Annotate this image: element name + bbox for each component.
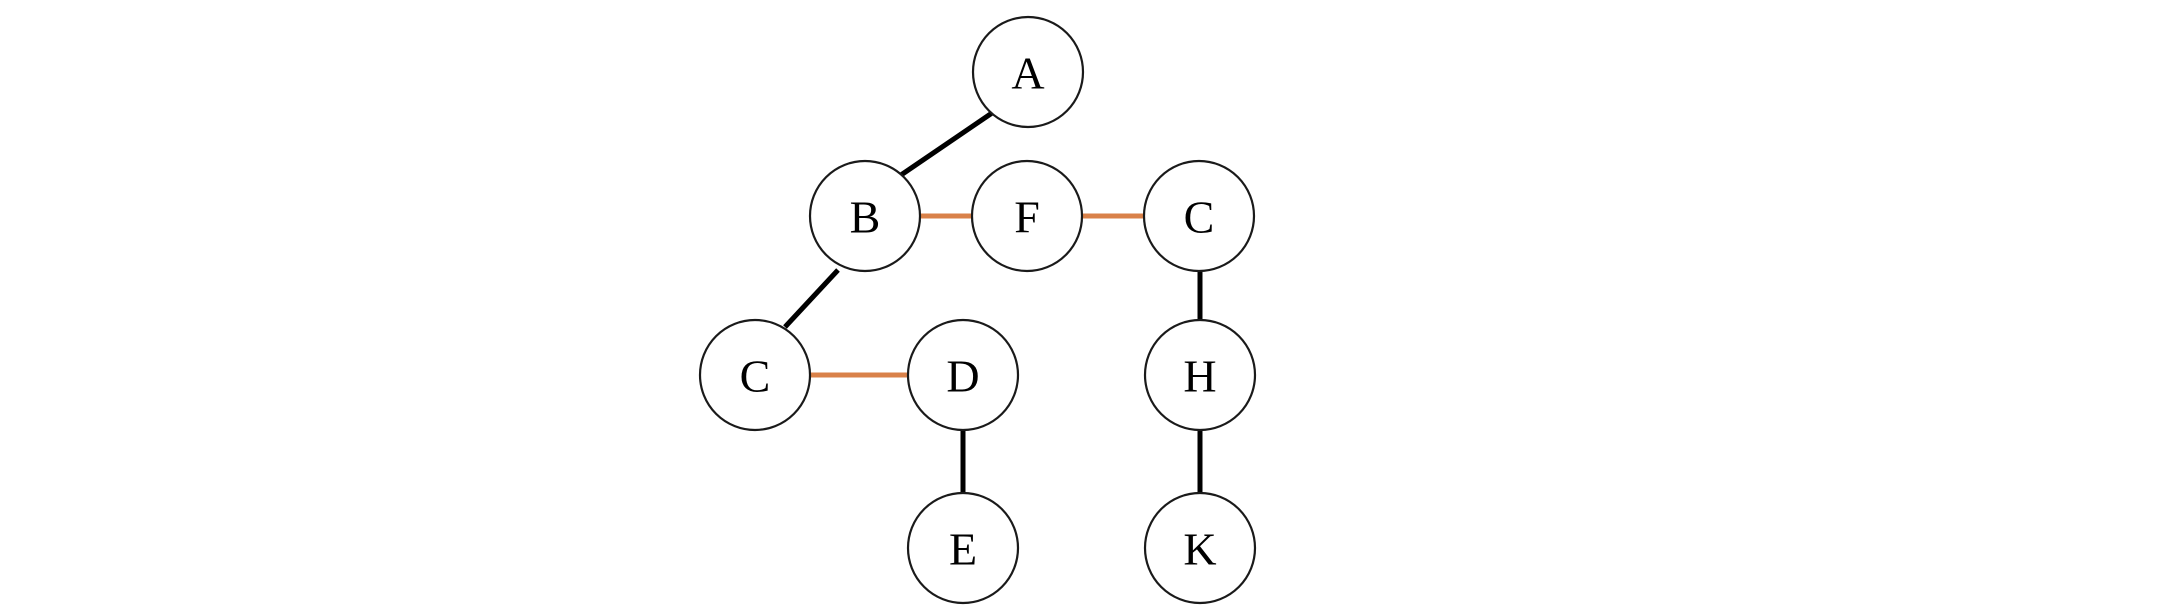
edges-layer — [783, 110, 1203, 492]
node-label: C — [740, 351, 771, 402]
node-circle[interactable] — [906, 318, 1020, 432]
graph-node-c[interactable]: C — [698, 318, 812, 432]
graph-node-c[interactable]: C — [1142, 159, 1256, 273]
graph-node-d[interactable]: D — [906, 318, 1020, 432]
node-circle[interactable] — [1143, 491, 1257, 605]
node-circle[interactable] — [1142, 159, 1256, 273]
node-circle[interactable] — [970, 159, 1084, 273]
node-circle[interactable] — [808, 159, 922, 273]
node-label: A — [1011, 48, 1044, 99]
graph-node-k[interactable]: K — [1143, 491, 1257, 605]
node-label: B — [850, 192, 881, 243]
graph-node-f[interactable]: F — [970, 159, 1084, 273]
graph-node-b[interactable]: B — [808, 159, 922, 273]
node-label: K — [1183, 524, 1216, 575]
node-label: D — [946, 351, 979, 402]
graph-node-e[interactable]: E — [906, 491, 1020, 605]
node-circle[interactable] — [906, 491, 1020, 605]
node-label: E — [949, 524, 977, 575]
graph-node-h[interactable]: H — [1143, 318, 1257, 432]
node-circle[interactable] — [1143, 318, 1257, 432]
node-label: C — [1184, 192, 1215, 243]
node-label: F — [1014, 192, 1040, 243]
graph-edge-b-a[interactable] — [899, 110, 994, 178]
nodes-layer: A B F C C D H E K — [698, 15, 1257, 605]
node-circle[interactable] — [698, 318, 812, 432]
node-circle[interactable] — [971, 15, 1085, 129]
graph-edge-b-c[interactable] — [783, 268, 840, 329]
graph-node-a[interactable]: A — [971, 15, 1085, 129]
node-label: H — [1183, 351, 1216, 402]
